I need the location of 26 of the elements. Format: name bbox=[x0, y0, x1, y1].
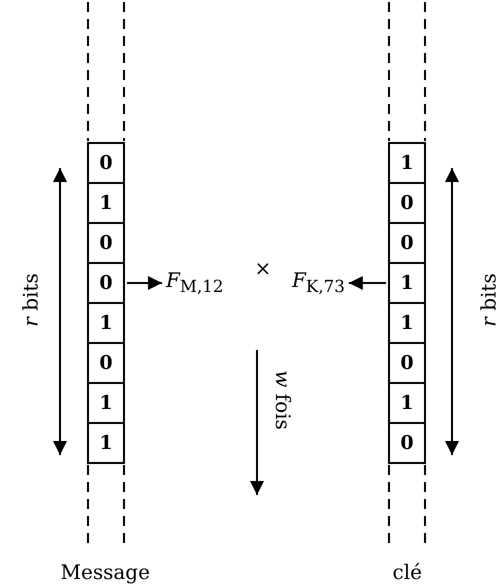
bit-cell: 1 bbox=[87, 422, 125, 464]
bit-cell: 0 bbox=[87, 342, 125, 384]
bit-cell: 1 bbox=[87, 182, 125, 224]
dimension-label: r bits bbox=[476, 273, 499, 327]
bit-cell: 0 bbox=[388, 182, 426, 224]
bit-cell: 1 bbox=[388, 262, 426, 304]
bit-cell: 1 bbox=[87, 382, 125, 424]
repeat-label: w fois bbox=[270, 370, 295, 430]
bit-cell: 1 bbox=[388, 142, 426, 184]
bit-cell: 1 bbox=[388, 382, 426, 424]
bit-cell: 0 bbox=[87, 142, 125, 184]
bit-cell: 0 bbox=[87, 222, 125, 264]
bit-cell: 0 bbox=[388, 422, 426, 464]
bit-cell: 1 bbox=[87, 302, 125, 344]
bit-cell: 1 bbox=[388, 302, 426, 344]
formula-text: F$_{K,73}$ bbox=[292, 268, 345, 297]
arrow bbox=[348, 276, 386, 290]
arrow bbox=[127, 276, 162, 290]
bit-cell: 0 bbox=[388, 342, 426, 384]
column-caption: clé bbox=[392, 560, 422, 584]
column-caption: Message bbox=[60, 560, 150, 584]
dimension-label: r bits bbox=[18, 273, 42, 327]
formula-text: F$_{M,12}$ bbox=[166, 268, 224, 297]
bit-cell: 0 bbox=[388, 222, 426, 264]
bit-cell: 0 bbox=[87, 262, 125, 304]
operator-symbol: × bbox=[254, 256, 272, 280]
